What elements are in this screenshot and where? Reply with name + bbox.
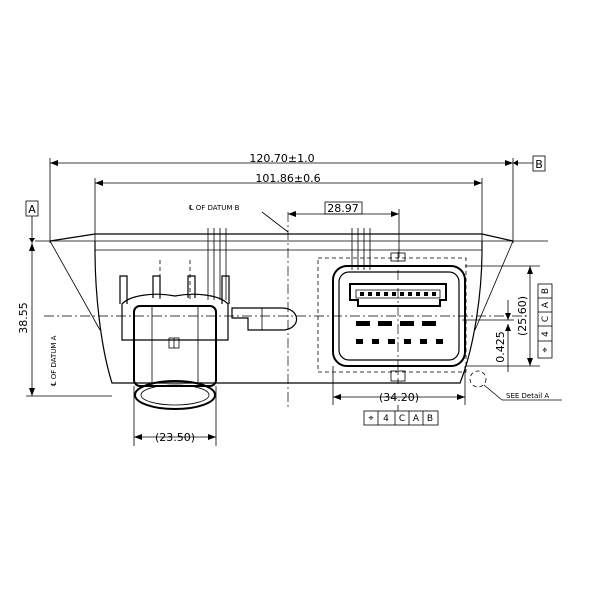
- latch-tab: [231, 307, 298, 331]
- pin-row-middle: [356, 321, 436, 326]
- dimension-overall-width: 120.70±1.0: [49, 152, 514, 243]
- dimension-inner-width: 101.86±0.6: [94, 172, 483, 243]
- svg-text:A: A: [413, 414, 420, 424]
- dimension-offset: 0.425: [462, 300, 514, 372]
- svg-text:℄ OF DATUM A: ℄ OF DATUM A: [50, 335, 58, 386]
- svg-text:A: A: [541, 301, 551, 308]
- svg-text:B: B: [535, 158, 543, 171]
- svg-text:B: B: [541, 288, 551, 294]
- svg-text:4: 4: [383, 414, 389, 424]
- housing-body: [35, 233, 548, 384]
- datum-b-label: B: [532, 155, 546, 172]
- svg-text:120.70±1.0: 120.70±1.0: [249, 152, 314, 165]
- round-connector: [119, 228, 230, 410]
- svg-text:B: B: [427, 414, 433, 424]
- centerline-datum-a: ℄ OF DATUM A: [44, 315, 530, 386]
- dimension-connector-width: (34.20): [332, 366, 466, 405]
- dimension-height: 38.55: [17, 243, 112, 397]
- svg-text:C: C: [541, 316, 551, 322]
- centerline-datum-b: ℄ OF DATUM B: [189, 204, 289, 408]
- rect-connector: [317, 228, 467, 384]
- svg-text:A: A: [28, 203, 36, 216]
- svg-text:℄ OF DATUM B: ℄ OF DATUM B: [189, 204, 240, 212]
- dimension-connector-height: (25.60): [465, 265, 540, 367]
- feature-control-frame-bottom: ⌖ 4 C A B: [363, 405, 439, 426]
- svg-text:(25.60): (25.60): [516, 296, 529, 336]
- svg-text:C: C: [399, 414, 405, 424]
- detail-a-callout: SEE Detail A: [469, 370, 562, 401]
- svg-text:⌖: ⌖: [541, 347, 551, 352]
- pin-row-top: [360, 292, 436, 296]
- datum-a-label: A: [25, 200, 39, 217]
- svg-text:101.86±0.6: 101.86±0.6: [255, 172, 320, 185]
- dimension-round-width: (23.50): [133, 386, 217, 446]
- pin-row-bottom: [356, 339, 443, 344]
- feature-control-frame-right: B A C 4 ⌖: [537, 283, 553, 359]
- svg-text:0.425: 0.425: [494, 331, 507, 363]
- svg-text:(34.20): (34.20): [379, 391, 419, 404]
- svg-text:38.55: 38.55: [17, 302, 30, 334]
- svg-text:SEE Detail A: SEE Detail A: [506, 392, 549, 400]
- svg-text:28.97: 28.97: [327, 202, 359, 215]
- svg-text:4: 4: [541, 331, 551, 337]
- svg-text:(23.50): (23.50): [155, 431, 195, 444]
- svg-text:⌖: ⌖: [368, 414, 373, 424]
